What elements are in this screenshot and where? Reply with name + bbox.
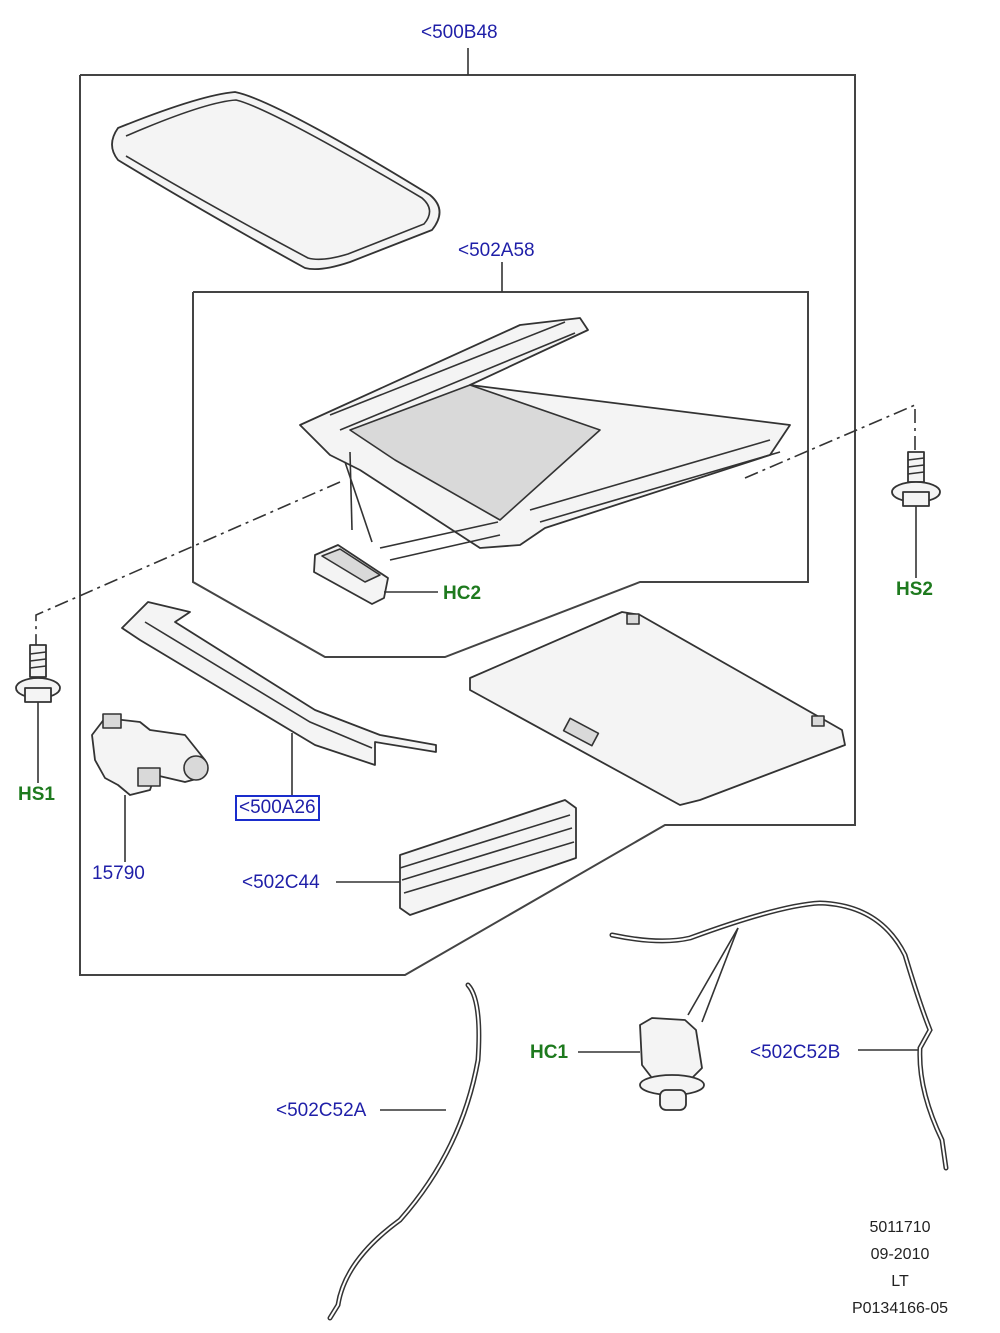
callout-hc2[interactable]: HC2 [443, 583, 482, 604]
footer-region: LT [891, 1273, 909, 1290]
callout-hs1[interactable]: HS1 [18, 784, 55, 805]
sunshade-panel [469, 611, 846, 806]
hc1-clip [639, 1017, 705, 1111]
hs2-bolt [891, 451, 941, 507]
assembly-frame-inner [192, 291, 809, 658]
sunroof-frame [299, 317, 791, 561]
footer-code-1: 5011710 [869, 1219, 931, 1236]
callout-500B48[interactable]: <500B48 [421, 22, 498, 43]
callout-502A58[interactable]: <502A58 [458, 240, 535, 261]
footer-date: 09-2010 [870, 1246, 930, 1263]
glass-panel [111, 91, 441, 271]
leader-tube-b-1 [687, 927, 739, 1016]
dashdot-line-left [35, 481, 341, 645]
callout-502C52B[interactable]: <502C52B [750, 1042, 841, 1063]
assembly-frame-outer [79, 74, 856, 976]
callout-502C52A[interactable]: <502C52A [276, 1100, 367, 1121]
drain-tube-b [609, 900, 949, 1171]
callout-500A26-selected[interactable]: <500A26 [235, 795, 320, 821]
drain-tube-a [327, 982, 482, 1321]
sunroof-motor [91, 713, 209, 796]
wind-deflector [121, 601, 437, 766]
callout-15790[interactable]: 15790 [92, 863, 145, 884]
hs1-bolt [15, 644, 61, 703]
hc2-part [313, 544, 389, 605]
callout-502C44[interactable]: <502C44 [242, 872, 320, 893]
seal-strip [399, 799, 577, 916]
leader-tube-b-2 [701, 927, 739, 1023]
callout-hs2[interactable]: HS2 [896, 579, 933, 600]
callout-hc1[interactable]: HC1 [530, 1042, 569, 1063]
footer-illustration-id: P0134166-05 [851, 1300, 949, 1317]
dashdot-line-right [744, 403, 916, 479]
